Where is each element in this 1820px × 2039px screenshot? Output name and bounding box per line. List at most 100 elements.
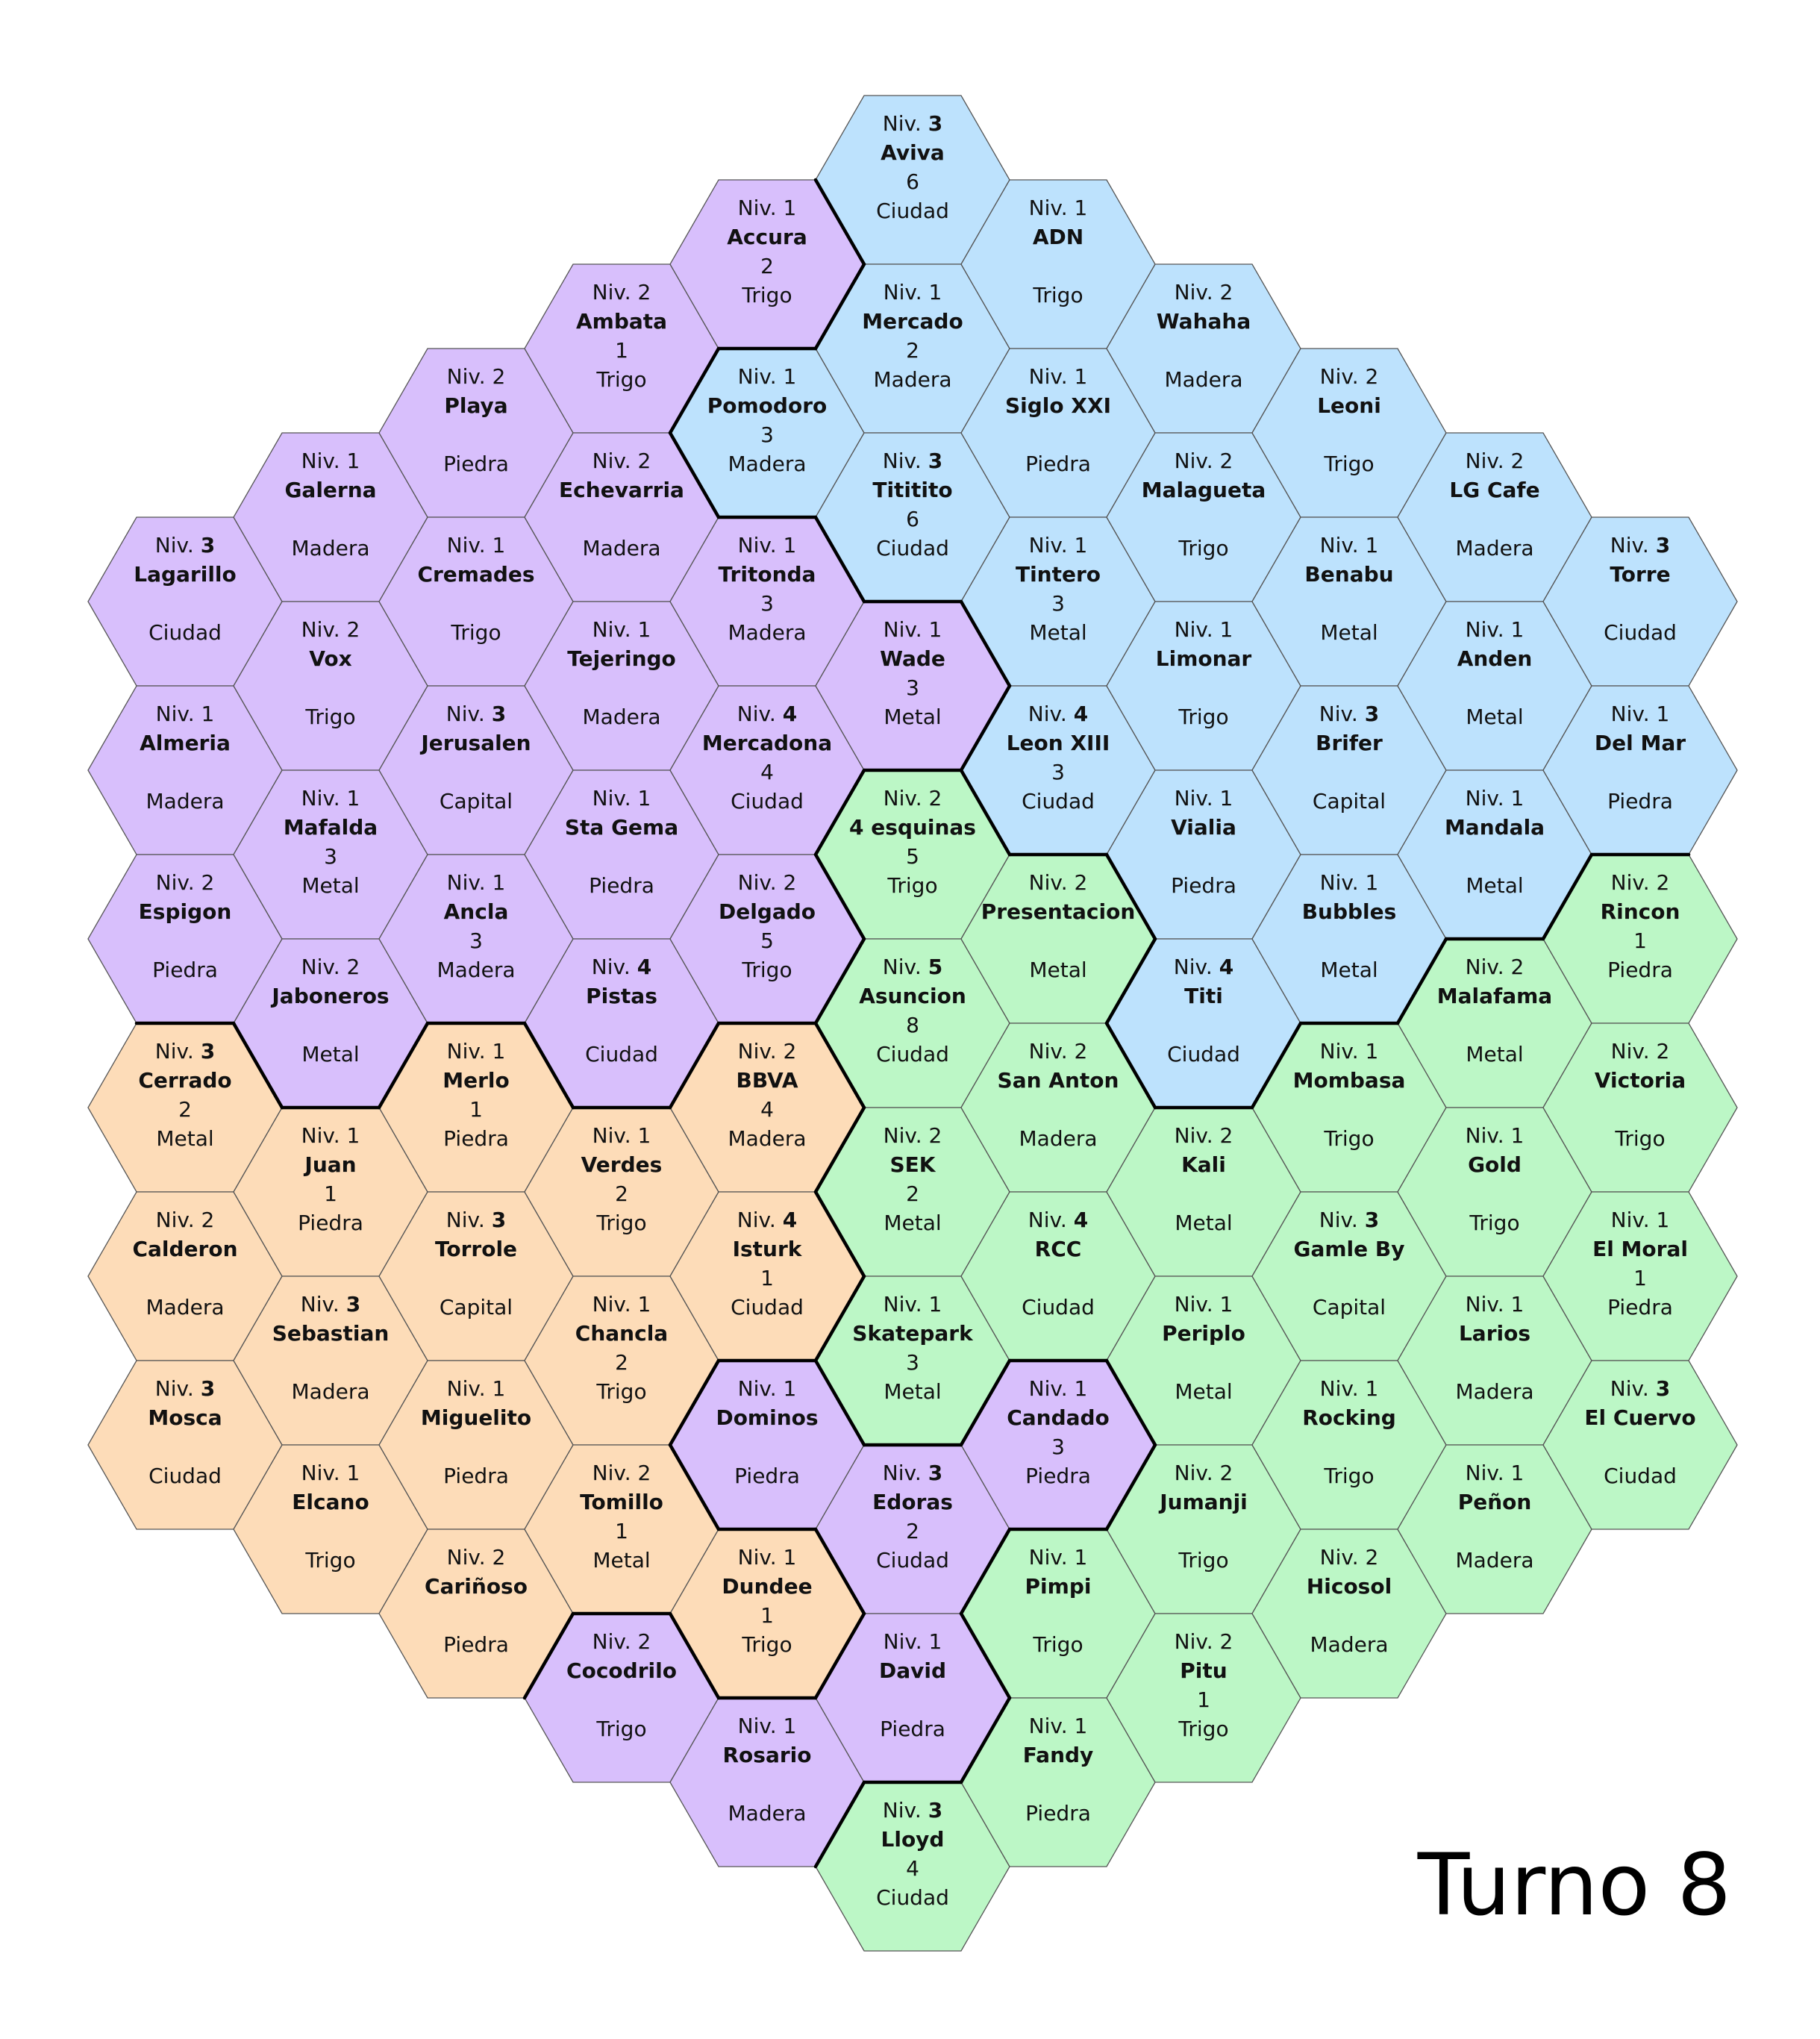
- tile-level: Niv. 2: [1029, 1039, 1088, 1064]
- tile-level: Niv. 3: [883, 1798, 942, 1823]
- tile-level: Niv. 1: [447, 533, 506, 558]
- tile-level-number: 1: [1657, 1208, 1670, 1232]
- tile-type: Madera: [874, 367, 952, 392]
- tile-type: Ciudad: [1022, 789, 1095, 814]
- tile-name: Jaboneros: [270, 984, 389, 1008]
- tile-type: Metal: [1029, 620, 1086, 645]
- territory-border: [668, 1443, 721, 1531]
- territory-border: [1104, 1358, 1157, 1447]
- tile-count: 6: [906, 169, 919, 194]
- tile-type: Madera: [146, 789, 225, 814]
- tile-level: Niv. 1: [447, 870, 506, 895]
- tile-level-number: 1: [1366, 533, 1379, 558]
- territory-border: [813, 262, 866, 351]
- hex-cell[interactable]: [1542, 1360, 1738, 1530]
- tile-type: Ciudad: [876, 199, 949, 223]
- tile-name: Sta Gema: [565, 815, 678, 840]
- tile-name: Larios: [1459, 1321, 1530, 1346]
- tile-level-number: 1: [1220, 617, 1233, 642]
- tile-level: Niv. 3: [883, 449, 942, 473]
- tile-level-number: 3: [346, 1292, 360, 1317]
- territory-border: [813, 852, 866, 941]
- tile-name: SEK: [890, 1152, 936, 1177]
- tile-name: Mandala: [1445, 815, 1545, 840]
